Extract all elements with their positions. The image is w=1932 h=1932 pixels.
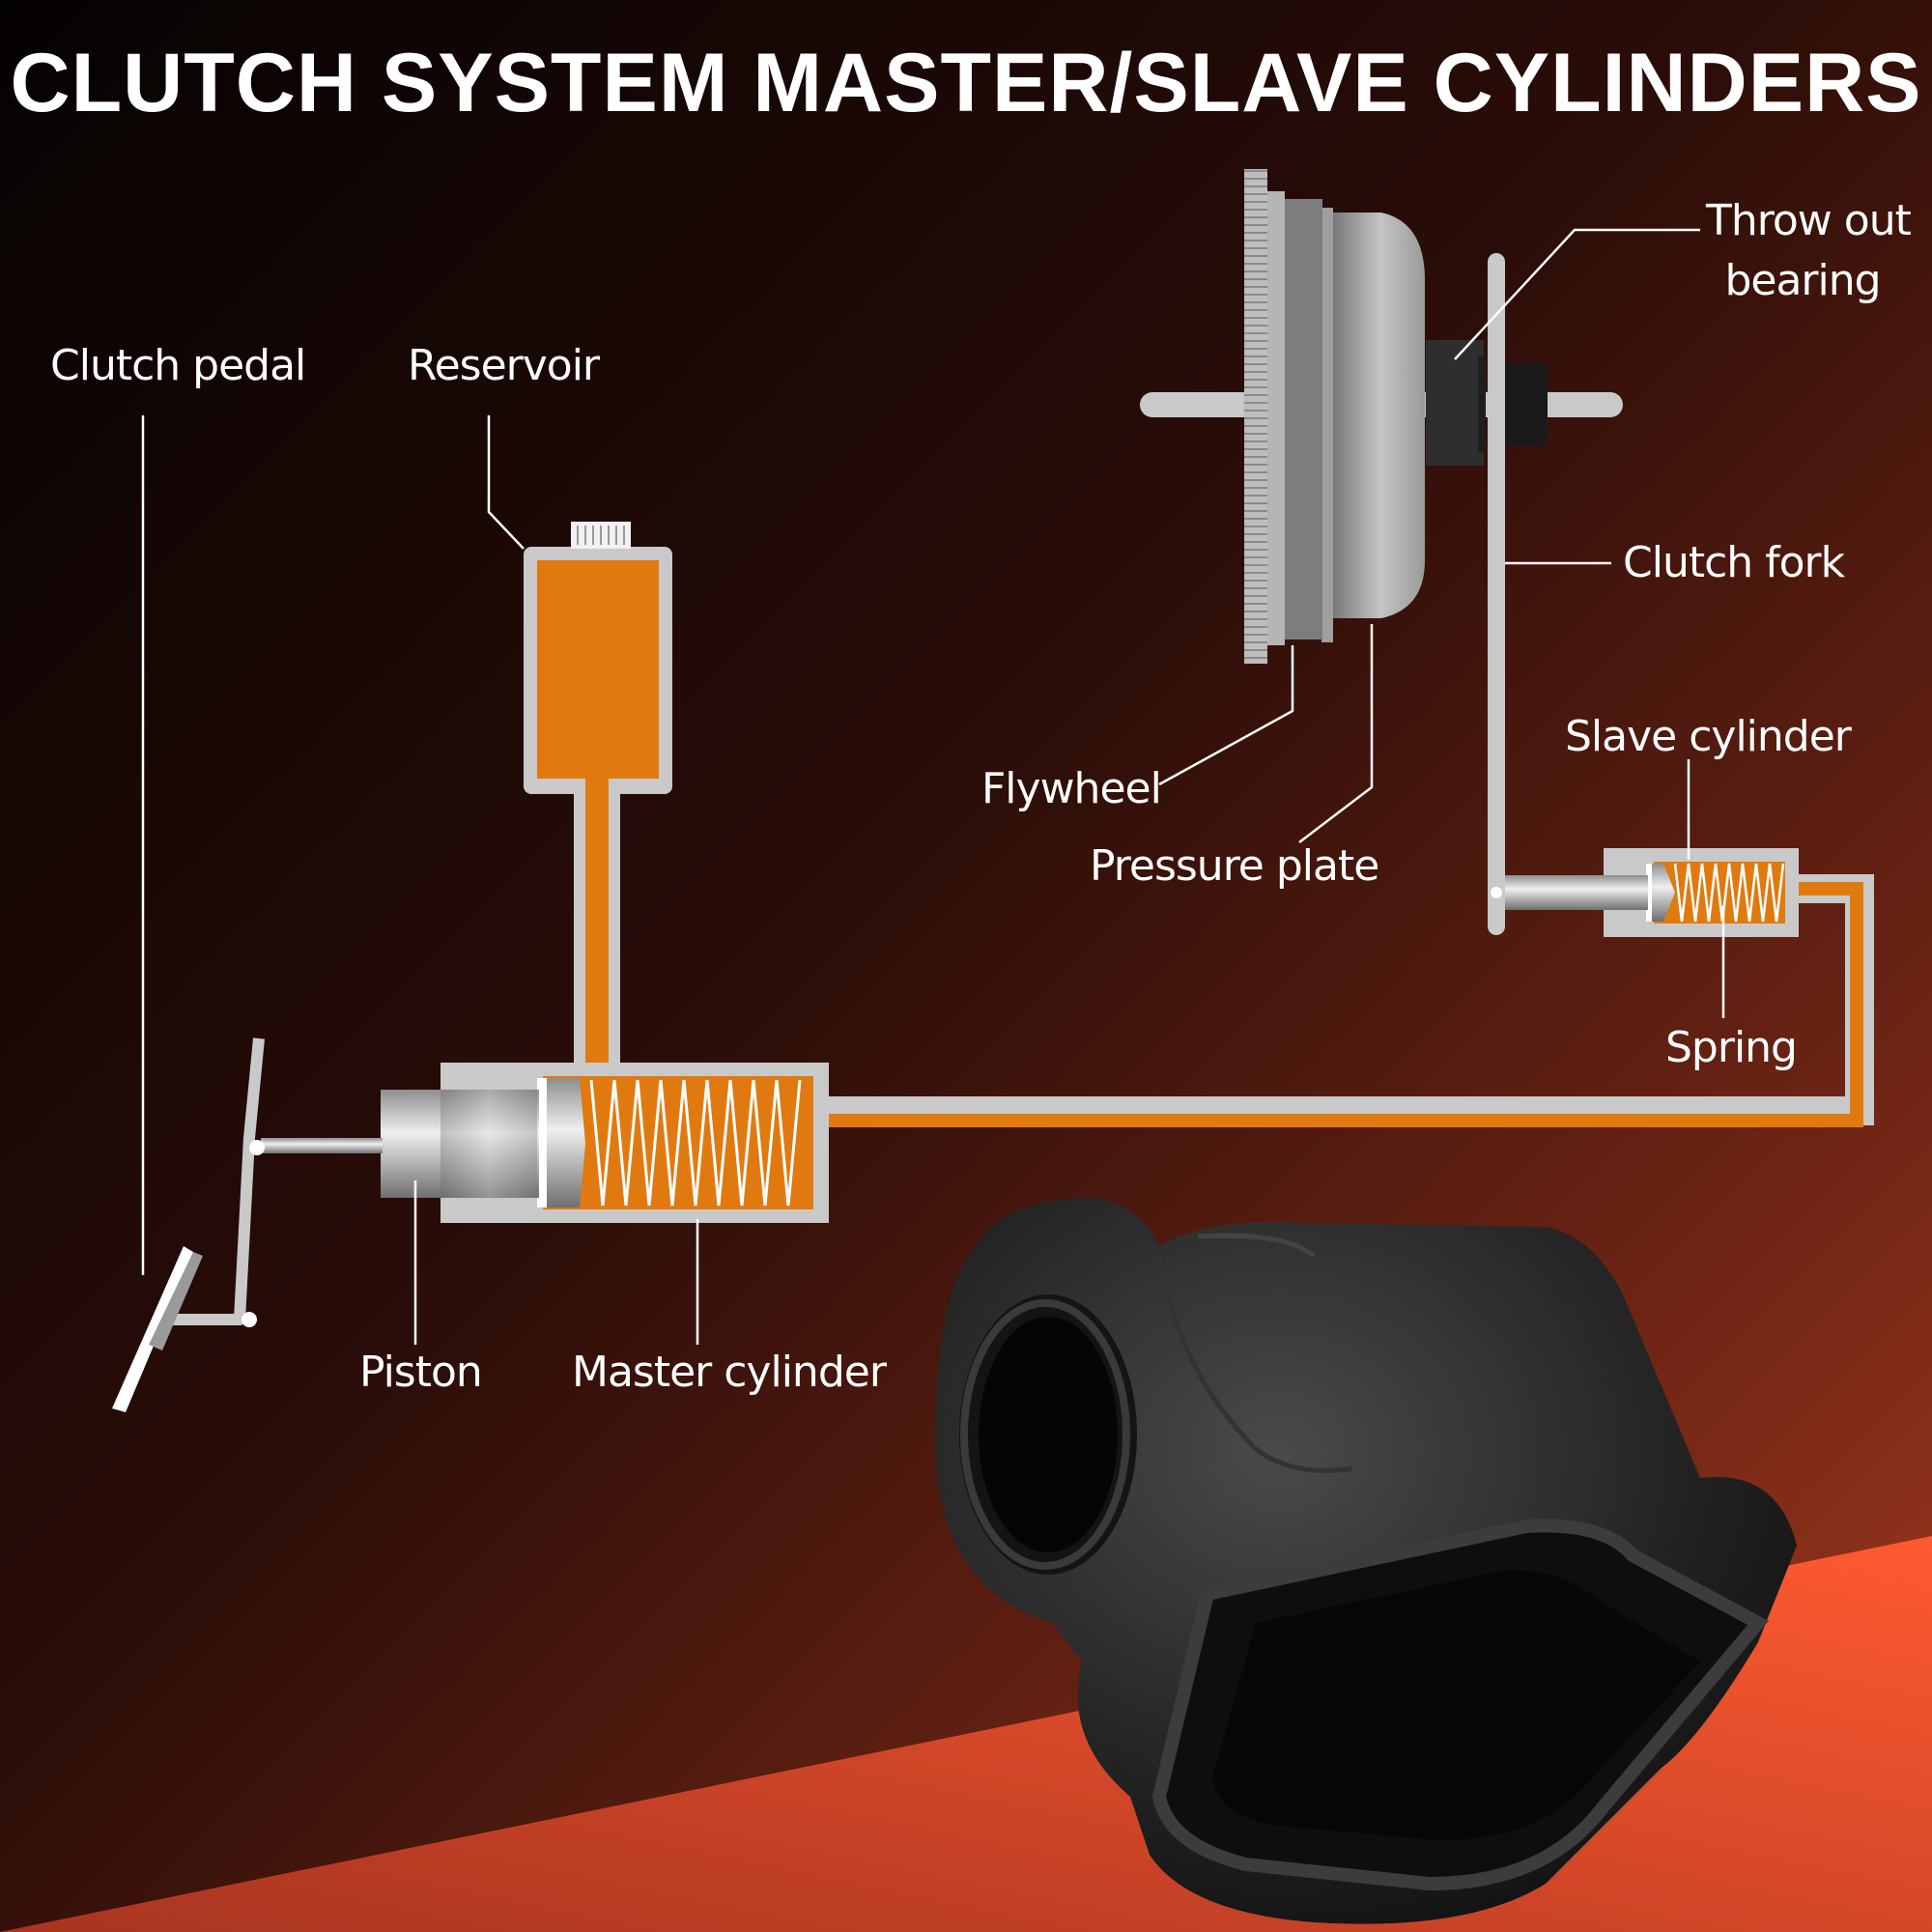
label-throw-out-bearing-line2: bearing	[1724, 256, 1881, 305]
label-reservoir: Reservoir	[408, 341, 600, 390]
label-slave-cylinder: Slave cylinder	[1565, 712, 1852, 761]
label-piston: Piston	[359, 1348, 483, 1397]
pressure-plate-leader	[1298, 624, 1374, 843]
rubber-boot-product	[934, 1198, 1797, 1924]
label-clutch-pedal: Clutch pedal	[50, 341, 306, 390]
label-throw-out-bearing: Throw out bearing	[1706, 195, 1912, 307]
throw-out-bearing-leader	[1454, 228, 1700, 360]
diagram-title: CLUTCH SYSTEM MASTER/SLAVE CYLINDERS	[10, 37, 1922, 129]
label-throw-out-bearing-line1: Throw out	[1706, 196, 1912, 245]
label-flywheel: Flywheel	[981, 764, 1162, 813]
flywheel-leader	[1158, 645, 1294, 786]
label-spring: Spring	[1665, 1023, 1798, 1072]
label-master-cylinder: Master cylinder	[572, 1348, 887, 1397]
label-clutch-fork: Clutch fork	[1623, 538, 1845, 587]
label-pressure-plate: Pressure plate	[1090, 841, 1379, 891]
reservoir-leader	[487, 415, 525, 550]
